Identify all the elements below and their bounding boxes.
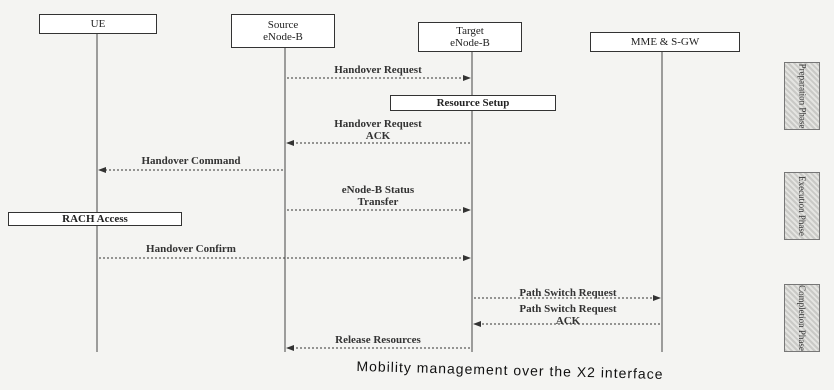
entity-mme-sgw: MME & S-GW (590, 32, 740, 52)
entity-target-enodeb: Target eNode-B (418, 22, 522, 52)
entity-source-enodeb: Source eNode-B (231, 14, 335, 48)
message-handover-command: Handover Command (141, 155, 241, 167)
phase-tab-completion: Completion Phase (784, 284, 820, 352)
message-handover-request: Handover Request (334, 64, 422, 76)
phase-tab-execution: Execution Phase (784, 172, 820, 240)
message-enodeb-status-transfer: eNode-B Status Transfer (341, 184, 415, 208)
phase-tab-preparation-label: Preparation Phase (797, 63, 808, 129)
message-path-switch-request-ack: Path Switch Request ACK (519, 303, 617, 327)
phase-tab-execution-label: Execution Phase (797, 176, 807, 236)
message-path-switch-request: Path Switch Request (519, 287, 617, 299)
procedure-rach-access: RACH Access (8, 212, 182, 226)
message-release-resources: Release Resources (335, 334, 421, 346)
message-handover-request-ack: Handover Request ACK (334, 118, 422, 142)
message-handover-confirm: Handover Confirm (146, 243, 236, 255)
phase-tab-completion-label: Completion Phase (797, 285, 807, 351)
entity-ue: UE (39, 14, 157, 34)
procedure-resource-setup: Resource Setup (390, 95, 556, 111)
phase-tab-preparation: Preparation Phase (784, 62, 820, 130)
